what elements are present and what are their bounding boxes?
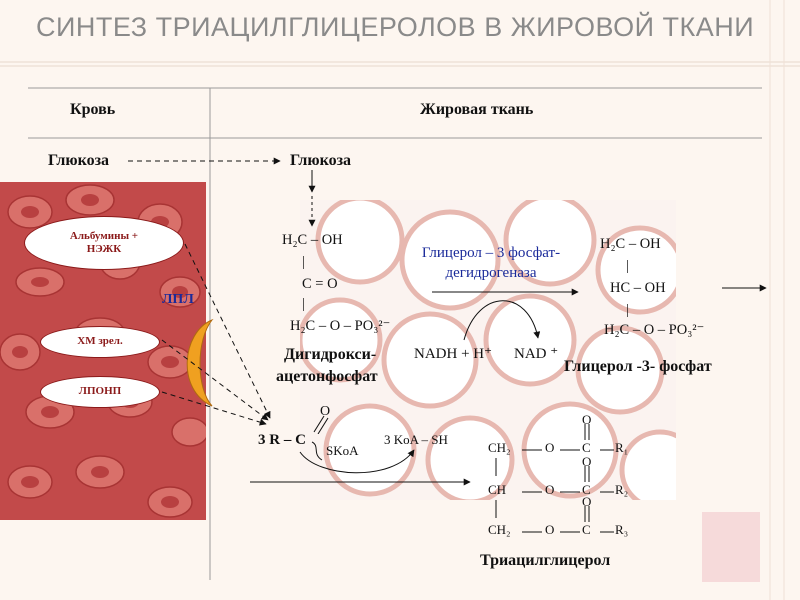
tag-carbonyl-o2: O [582,454,592,469]
chylomicron-dashed-arrow [161,339,269,421]
nadh-label: NADH + H⁺ [414,346,493,362]
koa-sh-label: 3 KoA – SH [384,432,448,447]
tag-o2: O [545,482,555,497]
nadh-curve-arrow [463,300,541,341]
red-cells [0,184,206,518]
tag-r3: R₃ [615,522,629,537]
tag-c3: C [582,522,591,537]
adipocytes [300,200,676,500]
koa-release-arrow [299,449,415,474]
g3p-bond-1: | [626,258,629,274]
nad-label: NAD ⁺ [514,346,559,362]
glucose-blood: Глюкоза [48,152,110,169]
dhap-line-3: H₂C – O – PO₃²⁻ [290,318,391,334]
g3p-bond-2: | [626,302,629,318]
g3p-line-1: H₂C – OH [600,236,661,252]
blood-header: Кровь [70,101,116,118]
dhap-name-2: ацетонфосфат [276,368,378,385]
tag-ch2-top: CH₂ [488,440,511,455]
tag-carbonyl-o1: O [582,412,592,427]
acyl-skoa: SKoA [326,443,359,458]
vldl-dashed-arrow [161,391,267,426]
enzyme-line-1: Глицерол – 3 фосфат- [421,245,561,261]
tag-ch: CH [488,482,507,497]
tag-o1: O [545,440,555,455]
acyl-double-bond [313,415,329,434]
dhap-line-1: H₂C – OH [282,232,343,248]
acyl-o-label: O [320,404,331,419]
lpl-label: ЛПЛ [162,292,194,307]
dhap-bond-1: | [302,254,305,270]
tag-c1: C [582,440,591,455]
g3p-name: Глицерол -3- фосфат [564,358,712,375]
acyl-squiggle [311,441,323,461]
tag-ch2-bottom: CH₂ [488,522,511,537]
glucose-tissue: Глюкоза [290,152,352,169]
lpl-crescent [186,318,214,407]
tag-o3: O [545,522,555,537]
tag-r1: R₁ [615,440,629,455]
tissue-thumbnail [702,512,760,582]
tissue-header: Жировая ткань [420,101,534,118]
adipose-tissue-image [300,200,676,500]
acyl-prefix: 3 R – C [258,432,306,448]
enzyme-label: Глицерол – 3 фосфат- дегидрогеназа [416,244,566,283]
tag-carbonyl-o3: O [582,494,592,509]
tag-name: Триацилглицерол [480,552,611,569]
g3p-line-3: H₂C – O – PO₃²⁻ [604,322,705,338]
tag-r2: R₂ [615,482,629,497]
enzyme-line-2: дегидрогеназа [445,264,537,281]
albumin-dashed-arrow [184,243,271,419]
dhap-name-1: Дигидрокси- [284,346,377,363]
g3p-line-2: HC – OH [610,280,666,296]
vldl-oval: ЛПОНП [40,376,160,408]
slide-title: СИНТЕЗ ТРИАЦИЛГЛИЦЕРОЛОВ В ЖИРОВОЙ ТКАНИ [36,12,755,42]
albumin-nefa-oval: Альбумины + НЭЖК [24,216,184,270]
tag-bonds [495,424,614,533]
chylomicron-oval: ХМ зрел. [40,326,160,358]
dhap-line-2: C = O [302,276,338,292]
tag-c2: C [582,482,591,497]
dhap-bond-2: | [302,296,305,312]
